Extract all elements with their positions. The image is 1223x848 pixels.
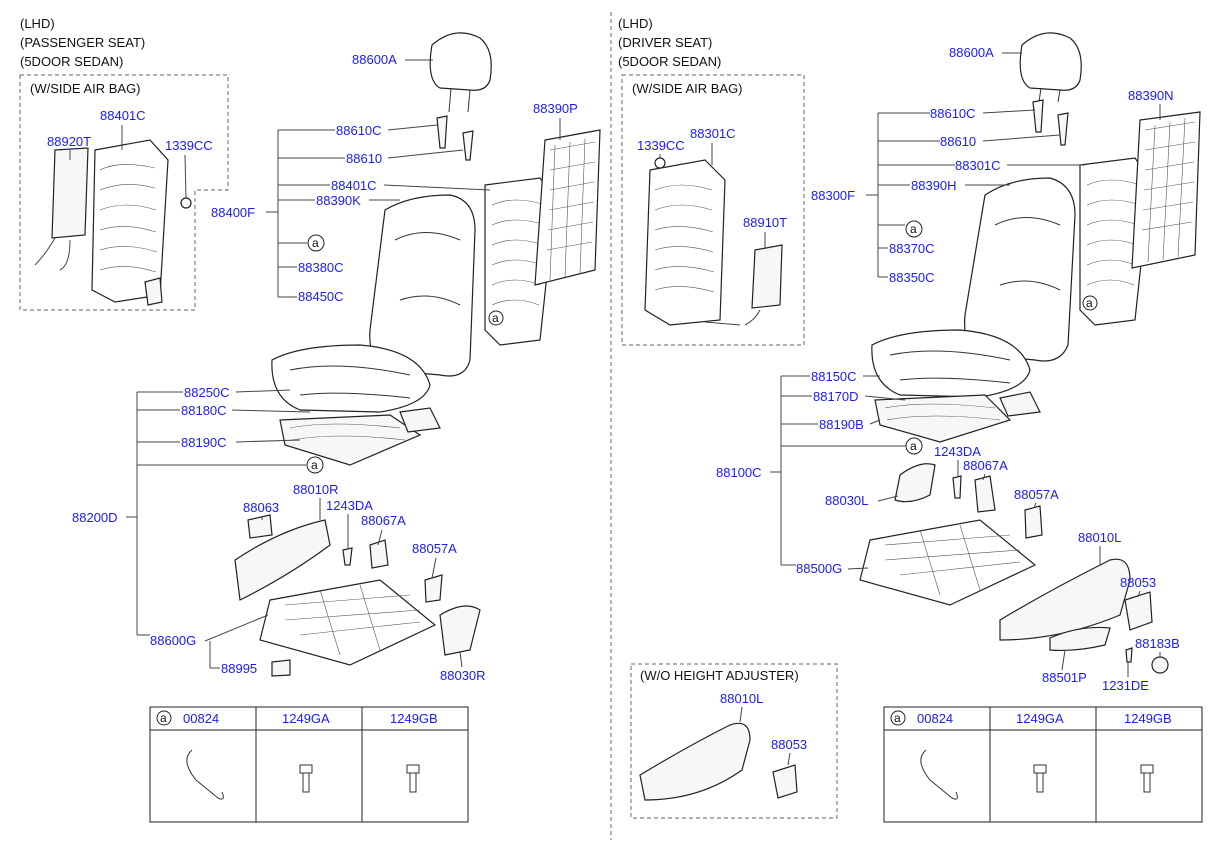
left-header-line-3: (5DOOR SEDAN) — [20, 54, 123, 69]
part-88183B[interactable]: 88183B — [1135, 636, 1180, 651]
callout-a-right-back-small — [1082, 295, 1098, 311]
part-88200D[interactable]: 88200D — [72, 510, 118, 525]
part-88053-right[interactable]: 88053 — [1120, 575, 1156, 590]
part-88500G[interactable]: 88500G — [796, 561, 842, 576]
svg-text:a: a — [312, 236, 319, 250]
right-callout-a-back: a — [905, 220, 923, 238]
left-callout-a-back: a — [307, 234, 325, 252]
part-1339CC-right[interactable]: 1339CC — [637, 138, 685, 153]
part-88053-height-box[interactable]: 88053 — [771, 737, 807, 752]
right-height-box — [630, 663, 838, 819]
left-callout-a-cushion: a — [306, 456, 324, 474]
right-airbag-box — [621, 74, 805, 346]
part-88010L-height-box[interactable]: 88010L — [720, 691, 763, 706]
right-hardware-table: a — [883, 706, 1203, 823]
left-table-header-1249GB: 1249GB — [390, 711, 438, 726]
part-88610C-left[interactable]: 88610C — [336, 123, 382, 138]
left-seatback-drawing — [369, 129, 601, 377]
part-88010L-right[interactable]: 88010L — [1078, 530, 1121, 545]
right-header-line-2: (DRIVER SEAT) — [618, 35, 712, 50]
part-88180C[interactable]: 88180C — [181, 403, 227, 418]
right-height-box-title: (W/O HEIGHT ADJUSTER) — [640, 668, 799, 683]
part-88370C[interactable]: 88370C — [889, 241, 935, 256]
right-header-line-1: (LHD) — [618, 16, 653, 31]
right-header-line-3: (5DOOR SEDAN) — [618, 54, 721, 69]
right-height-box-drawing — [639, 722, 798, 801]
part-88067A-right[interactable]: 88067A — [963, 458, 1008, 473]
right-table-header-00824: 00824 — [917, 711, 953, 726]
svg-text:a: a — [160, 711, 167, 725]
left-table-header-00824: 00824 — [183, 711, 219, 726]
part-88380C[interactable]: 88380C — [298, 260, 344, 275]
left-hardware-table: a — [149, 706, 469, 823]
part-88057A-left[interactable]: 88057A — [412, 541, 457, 556]
part-88600A-left[interactable]: 88600A — [352, 52, 397, 67]
part-88600G[interactable]: 88600G — [150, 633, 196, 648]
right-seatback-drawing — [963, 111, 1201, 362]
part-1339CC-left[interactable]: 1339CC — [165, 138, 213, 153]
part-88390N[interactable]: 88390N — [1128, 88, 1174, 103]
svg-text:a: a — [311, 458, 318, 472]
right-airbag-box-title: (W/SIDE AIR BAG) — [632, 81, 743, 96]
part-88390P[interactable]: 88390P — [533, 101, 578, 116]
left-header-line-2: (PASSENGER SEAT) — [20, 35, 145, 50]
part-88390H[interactable]: 88390H — [911, 178, 957, 193]
part-88400F[interactable]: 88400F — [211, 205, 255, 220]
part-88610C-right[interactable]: 88610C — [930, 106, 976, 121]
left-lower-parts-drawing — [234, 514, 481, 677]
part-1243DA-right[interactable]: 1243DA — [934, 444, 981, 459]
right-callout-a-cushion: a — [905, 437, 923, 455]
part-88057A-right[interactable]: 88057A — [1014, 487, 1059, 502]
svg-text:a: a — [492, 311, 499, 325]
part-88910T[interactable]: 88910T — [743, 215, 787, 230]
right-table-header-1249GA: 1249GA — [1016, 711, 1064, 726]
callout-a-left-back-small — [488, 310, 504, 326]
part-88063[interactable]: 88063 — [243, 500, 279, 515]
part-1231DE[interactable]: 1231DE — [1102, 678, 1149, 693]
right-airbag-frame-drawing — [644, 157, 783, 326]
left-headrest-drawing — [429, 32, 492, 161]
part-88150C[interactable]: 88150C — [811, 369, 857, 384]
part-88610-right[interactable]: 88610 — [940, 134, 976, 149]
right-lower-parts-drawing — [859, 463, 1169, 674]
part-88300F[interactable]: 88300F — [811, 188, 855, 203]
part-88995[interactable]: 88995 — [221, 661, 257, 676]
part-1243DA-left[interactable]: 1243DA — [326, 498, 373, 513]
left-table-header-1249GA: 1249GA — [282, 711, 330, 726]
part-88401C-left[interactable]: 88401C — [331, 178, 377, 193]
part-88067A-left[interactable]: 88067A — [361, 513, 406, 528]
part-88030R[interactable]: 88030R — [440, 668, 486, 683]
part-88390K[interactable]: 88390K — [316, 193, 361, 208]
part-88301C-right[interactable]: 88301C — [955, 158, 1001, 173]
svg-text:a: a — [910, 439, 917, 453]
right-table-header-1249GB: 1249GB — [1124, 711, 1172, 726]
part-88030L[interactable]: 88030L — [825, 493, 868, 508]
part-88920T[interactable]: 88920T — [47, 134, 91, 149]
svg-text:a: a — [1086, 296, 1093, 310]
left-cushion-drawing — [271, 344, 441, 466]
left-airbag-frame-drawing — [34, 139, 192, 306]
part-88170D[interactable]: 88170D — [813, 389, 859, 404]
part-88350C[interactable]: 88350C — [889, 270, 935, 285]
right-headrest-drawing — [1019, 32, 1082, 146]
part-88301C-right-inner[interactable]: 88301C — [690, 126, 736, 141]
part-88250C[interactable]: 88250C — [184, 385, 230, 400]
left-airbag-box — [19, 74, 229, 311]
part-88100C[interactable]: 88100C — [716, 465, 762, 480]
right-cushion-drawing — [871, 329, 1041, 443]
left-airbag-box-title: (W/SIDE AIR BAG) — [30, 81, 141, 96]
part-88501P[interactable]: 88501P — [1042, 670, 1087, 685]
part-88190C[interactable]: 88190C — [181, 435, 227, 450]
part-88010R[interactable]: 88010R — [293, 482, 339, 497]
part-88610-left[interactable]: 88610 — [346, 151, 382, 166]
svg-text:a: a — [910, 222, 917, 236]
svg-text:a: a — [894, 711, 901, 725]
part-88401C-left-inner[interactable]: 88401C — [100, 108, 146, 123]
part-88190B[interactable]: 88190B — [819, 417, 864, 432]
part-88600A-right[interactable]: 88600A — [949, 45, 994, 60]
part-88450C[interactable]: 88450C — [298, 289, 344, 304]
left-header-line-1: (LHD) — [20, 16, 55, 31]
